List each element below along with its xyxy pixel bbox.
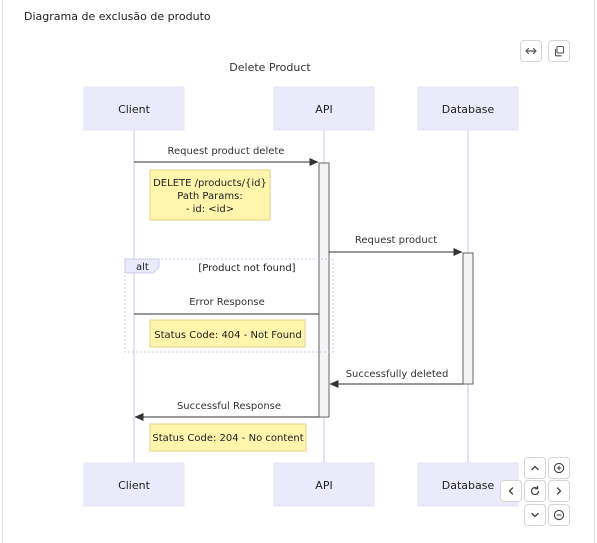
actor-client-bottom: Client bbox=[83, 462, 185, 507]
pan-down-icon bbox=[531, 512, 539, 518]
actor-label: Database bbox=[442, 479, 495, 492]
request-note: DELETE /products/{id} Path Params: - id:… bbox=[149, 169, 271, 221]
pan-left-icon bbox=[508, 487, 514, 495]
zoom-out-button[interactable] bbox=[548, 504, 570, 526]
not-found-note: Status Code: 404 - Not Found bbox=[149, 319, 306, 348]
actor-label: API bbox=[315, 479, 332, 492]
message-label: Successful Response bbox=[177, 401, 281, 412]
api-activation bbox=[318, 162, 330, 418]
message-label: Request product bbox=[355, 235, 437, 246]
zoom-in-icon bbox=[553, 462, 565, 474]
note-line: DELETE /products/{id} bbox=[153, 178, 267, 189]
diagram-title: Delete Product bbox=[229, 61, 311, 74]
pan-up-button[interactable] bbox=[524, 457, 546, 479]
pan-down-button[interactable] bbox=[524, 504, 546, 526]
zoom-in-button[interactable] bbox=[548, 457, 570, 479]
note-line: - id: <id> bbox=[186, 204, 234, 215]
reset-view-button[interactable] bbox=[524, 480, 546, 502]
no-content-note: Status Code: 204 - No content bbox=[149, 423, 307, 452]
actor-label: API bbox=[315, 103, 332, 116]
copy-icon bbox=[554, 45, 565, 57]
actor-database-top: Database bbox=[417, 86, 519, 131]
actor-label: Client bbox=[118, 103, 151, 116]
actor-api-top: API bbox=[273, 86, 375, 131]
note-text: Status Code: 404 - Not Found bbox=[154, 330, 301, 341]
pan-right-button[interactable] bbox=[548, 480, 570, 502]
actor-label: Database bbox=[442, 103, 495, 116]
alt-label: alt bbox=[136, 262, 149, 273]
message-label: Successfully deleted bbox=[346, 369, 449, 380]
diagram-heading: Diagrama de exclusão de produto bbox=[24, 10, 211, 23]
database-activation bbox=[462, 252, 474, 385]
message-label: Request product delete bbox=[168, 146, 285, 157]
note-text: Status Code: 204 - No content bbox=[152, 433, 303, 444]
alt-condition: [Product not found] bbox=[198, 263, 295, 274]
pan-left-button[interactable] bbox=[500, 480, 522, 502]
alt-frame: alt [Product not found] bbox=[124, 258, 334, 353]
message-label: Error Response bbox=[189, 297, 265, 308]
actor-api-bottom: API bbox=[273, 462, 375, 507]
pan-up-icon bbox=[531, 465, 539, 471]
reset-icon bbox=[530, 485, 540, 496]
actor-label: Client bbox=[118, 479, 151, 492]
pan-right-icon bbox=[556, 487, 562, 495]
copy-button[interactable] bbox=[548, 40, 570, 62]
zoom-out-icon bbox=[553, 509, 565, 521]
note-line: Path Params: bbox=[177, 191, 242, 202]
expand-button[interactable] bbox=[520, 40, 542, 62]
actor-client-top: Client bbox=[83, 86, 185, 131]
expand-icon bbox=[525, 47, 537, 55]
